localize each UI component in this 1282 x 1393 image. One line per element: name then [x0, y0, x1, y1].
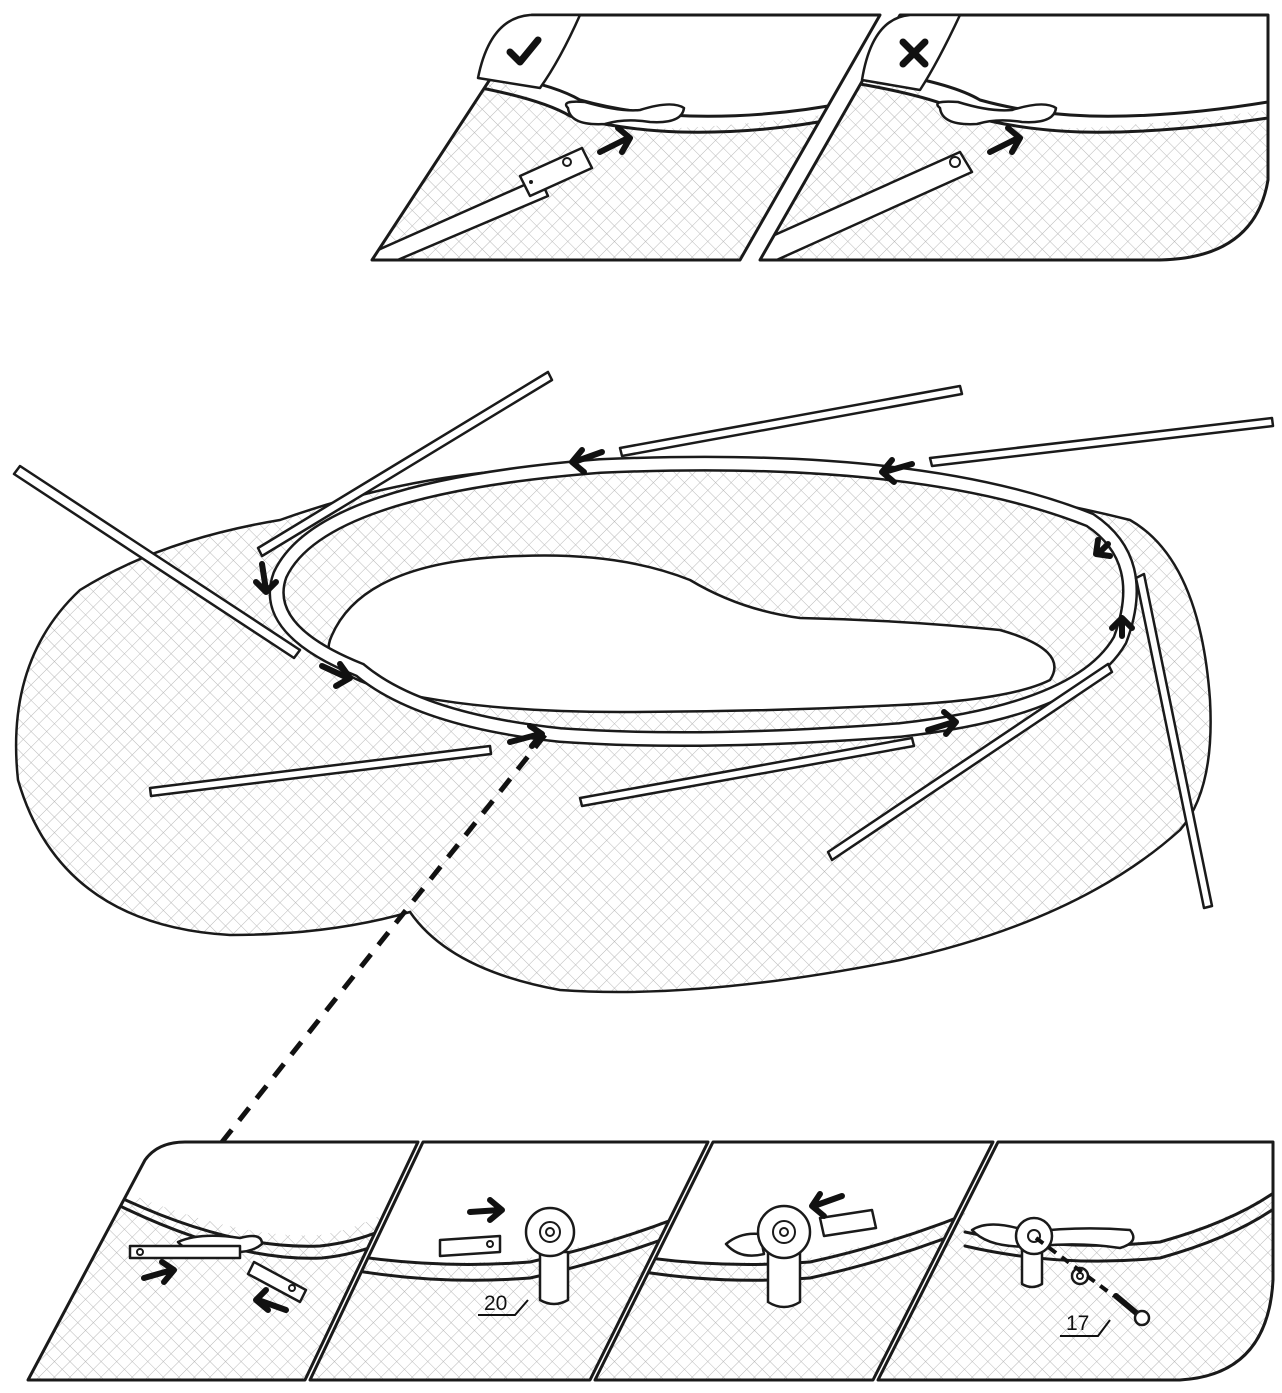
net-poles	[12, 370, 1275, 910]
arrow-icon	[597, 125, 633, 155]
arrow-icon	[879, 457, 915, 485]
net-fabric	[14, 466, 1212, 994]
bottom-panel-step-3	[593, 1140, 995, 1382]
callout-17: 17	[1066, 1312, 1089, 1335]
arrow-icon	[925, 709, 959, 737]
arrow-icon	[467, 1197, 505, 1223]
arrow-icon	[507, 723, 545, 749]
arrow-icon	[1109, 615, 1135, 639]
callout-17-leader	[1060, 1319, 1111, 1337]
top-panel-correct	[370, 13, 882, 262]
arrow-icon	[987, 125, 1023, 155]
detail-leader-line	[220, 733, 547, 1144]
direction-arrows	[253, 447, 1135, 749]
net-opening	[327, 554, 1056, 714]
arrow-icon	[1093, 537, 1113, 559]
arrow-icon	[253, 561, 279, 595]
arrow-icon	[569, 447, 605, 475]
callout-20: 20	[484, 1292, 507, 1315]
arrow-icon	[253, 1287, 289, 1313]
top-panel-incorrect	[758, 13, 1270, 262]
callout-20-leader	[478, 1299, 529, 1316]
arrow-icon	[319, 661, 353, 689]
cross-mark-icon	[899, 38, 929, 68]
arrow-icon	[141, 1259, 177, 1285]
arrow-icon	[809, 1191, 845, 1219]
bottom-panel-step-2: 20	[308, 1140, 710, 1382]
trampoline-net-assembly	[12, 370, 1275, 994]
check-mark-icon	[506, 36, 542, 66]
